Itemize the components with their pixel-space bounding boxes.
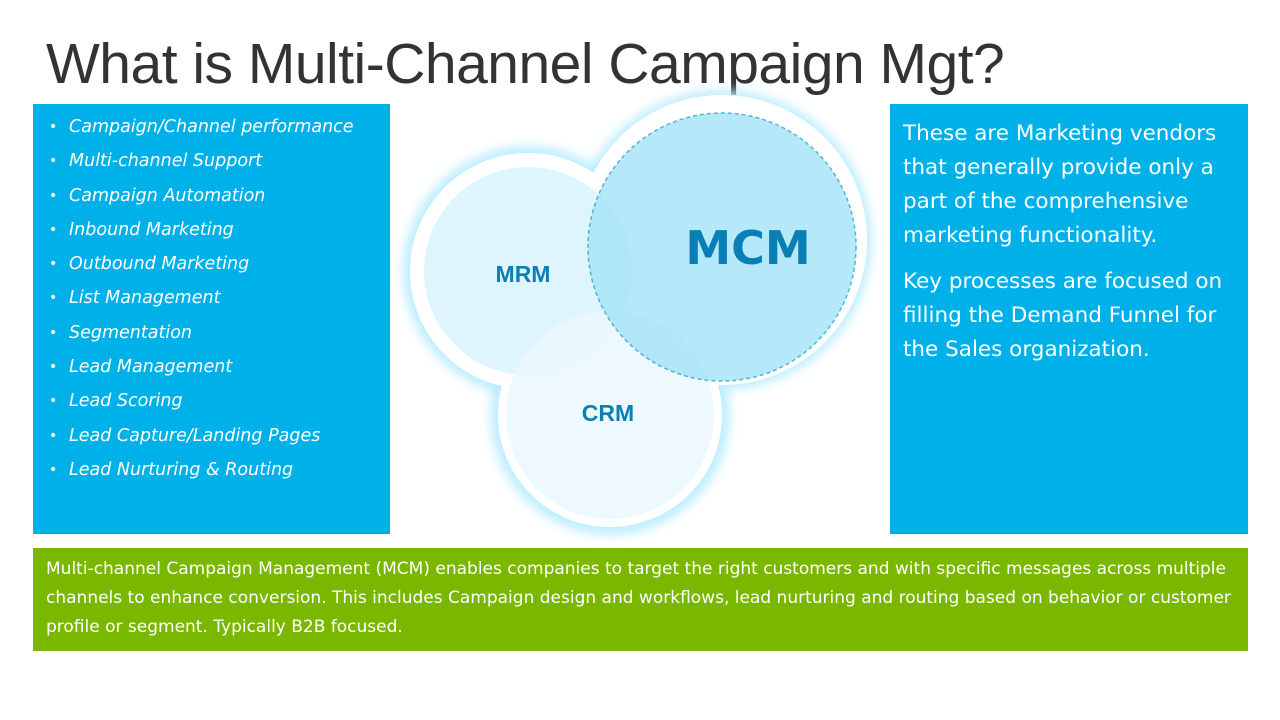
- mcm-label: MCM: [685, 221, 810, 275]
- vendor-description-text: These are Marketing vendors that general…: [903, 121, 1217, 248]
- bullet-icon: •: [49, 221, 58, 238]
- bullet-icon: •: [49, 427, 58, 444]
- bullet-icon: •: [49, 119, 58, 135]
- bullet-icon: •: [49, 290, 58, 307]
- bullet-icon: •: [49, 461, 58, 478]
- capability-item: • Outbound Marketing: [49, 251, 370, 277]
- capability-label: Segmentation: [69, 322, 192, 343]
- mcm-circle: [587, 112, 857, 382]
- capability-label: Lead Capture/Landing Pages: [69, 425, 321, 446]
- capability-item: • Campaign/Channel performance: [49, 114, 370, 140]
- mcm-definition-text: Multi-channel Campaign Management (MCM) …: [46, 559, 1231, 637]
- capability-item: • Lead Management: [49, 354, 370, 380]
- capability-item: • Segmentation: [49, 320, 370, 346]
- capability-label: Lead Scoring: [69, 391, 183, 412]
- capability-item: • Lead Capture/Landing Pages: [49, 423, 370, 449]
- capabilities-panel: • Campaign/Channel performance • Multi-chan…: [33, 104, 390, 534]
- capability-label: Multi-channel Support: [69, 151, 263, 172]
- capability-label: Campaign/Channel performance: [69, 117, 354, 137]
- bullet-icon: •: [49, 359, 58, 376]
- capability-label: List Management: [69, 288, 221, 309]
- capability-item: • List Management: [49, 285, 370, 311]
- mrm-label: MRM: [496, 261, 551, 287]
- capability-item: • Multi-channel Support: [49, 148, 370, 174]
- key-processes-text: Key processes are focused on filling the…: [903, 269, 1223, 362]
- capability-item: • Campaign Automation: [49, 183, 370, 209]
- capability-label: Lead Nurturing & Routing: [69, 459, 294, 480]
- crm-label: CRM: [582, 400, 634, 426]
- capability-label: Campaign Automation: [69, 185, 266, 206]
- vendor-description-panel: These are Marketing vendors that general…: [890, 104, 1248, 534]
- bullet-icon: •: [49, 324, 58, 341]
- bullet-icon: •: [49, 256, 58, 273]
- capabilities-list: • Campaign/Channel performance • Multi-chan…: [49, 114, 370, 483]
- capability-item: • Lead Scoring: [49, 388, 370, 414]
- capability-item: • Inbound Marketing: [49, 217, 370, 243]
- slide-title: What is Multi-Channel Campaign Mgt?: [46, 32, 1005, 96]
- capability-label: Outbound Marketing: [69, 254, 250, 275]
- bullet-icon: •: [49, 153, 58, 170]
- bullet-icon: •: [49, 187, 58, 204]
- bullet-icon: •: [49, 393, 58, 410]
- capability-label: Lead Management: [69, 357, 233, 378]
- mcm-definition-panel: Multi-channel Campaign Management (MCM) …: [33, 548, 1248, 651]
- capability-item: • Lead Nurturing & Routing: [49, 457, 370, 483]
- capability-label: Inbound Marketing: [69, 219, 234, 240]
